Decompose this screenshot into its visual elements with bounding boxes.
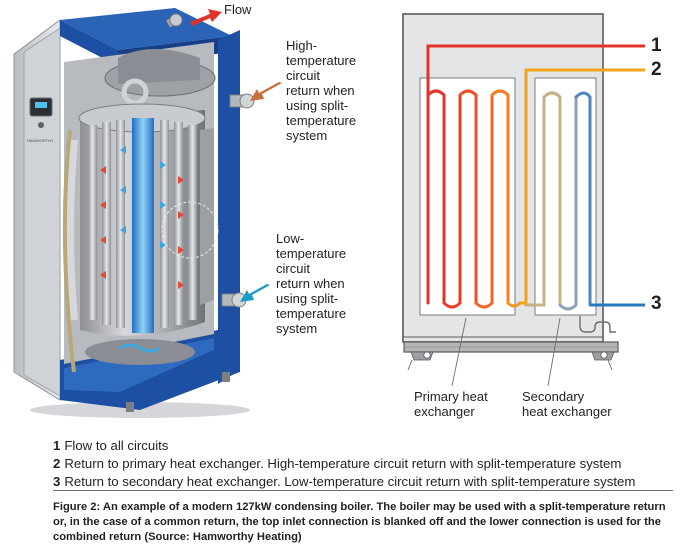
label-line: heat exchanger: [522, 404, 612, 419]
label-line: Low-: [276, 231, 305, 246]
legend-number: 2: [53, 456, 61, 471]
secondary-heat-exchanger-label: Secondary heat exchanger: [522, 389, 612, 419]
label-line: return when: [286, 83, 355, 98]
legend-number: 1: [53, 438, 61, 453]
boiler-schematic: [402, 13, 645, 387]
label-line: temperature: [276, 306, 347, 321]
heat-exchanger-tubes: [88, 120, 197, 328]
figure-caption: Figure 2: An example of a modern 127kW c…: [53, 501, 666, 543]
condensate-trap: [579, 316, 616, 333]
label-line: Primary heat: [414, 389, 488, 404]
primary-heat-exchanger-box: [419, 77, 516, 316]
burner-core: [132, 118, 154, 333]
legend-text: Flow to all circuits: [64, 438, 169, 453]
label-line: exchanger: [414, 404, 475, 419]
svg-text:HAMWORTHY: HAMWORTHY: [27, 138, 54, 143]
primary-heat-exchanger-label: Primary heat exchanger: [414, 389, 488, 419]
boiler-cutaway-illustration: HAMWORTHY: [13, 8, 255, 418]
flow-arrow: [190, 9, 222, 26]
low-temp-return-arrow: [240, 284, 270, 302]
legend-text: Return to primary heat exchanger. High-t…: [64, 456, 622, 471]
label-line: temperature: [286, 53, 357, 68]
label-line: temperature: [286, 113, 357, 128]
label-line: system: [286, 128, 328, 143]
legend-number: 3: [53, 474, 61, 489]
label-line: return when: [276, 276, 345, 291]
high-temp-return-label: High- temperature circuit return when us…: [286, 38, 356, 143]
callout-1: 1: [651, 35, 662, 56]
label-line: using split-: [276, 291, 339, 306]
pipe-1-flow: [426, 44, 645, 303]
label-line: circuit: [276, 261, 310, 276]
low-temp-return-label: Low- temperature circuit return when usi…: [276, 231, 346, 336]
label-line: High-: [286, 38, 318, 53]
callout-3: 3: [651, 293, 662, 314]
label-line: using split-: [286, 98, 349, 113]
legend-text: Return to secondary heat exchanger. Low-…: [64, 474, 636, 489]
label-line: system: [276, 321, 318, 336]
label-line: Secondary: [522, 389, 585, 404]
label-line: circuit: [286, 68, 320, 83]
divider: [53, 490, 673, 491]
pipe-2-primary-return: [524, 68, 645, 305]
label-line: temperature: [276, 246, 347, 261]
callout-2: 2: [651, 59, 662, 80]
high-temp-return-arrow: [250, 82, 282, 101]
flow-label: Flow: [224, 2, 252, 17]
